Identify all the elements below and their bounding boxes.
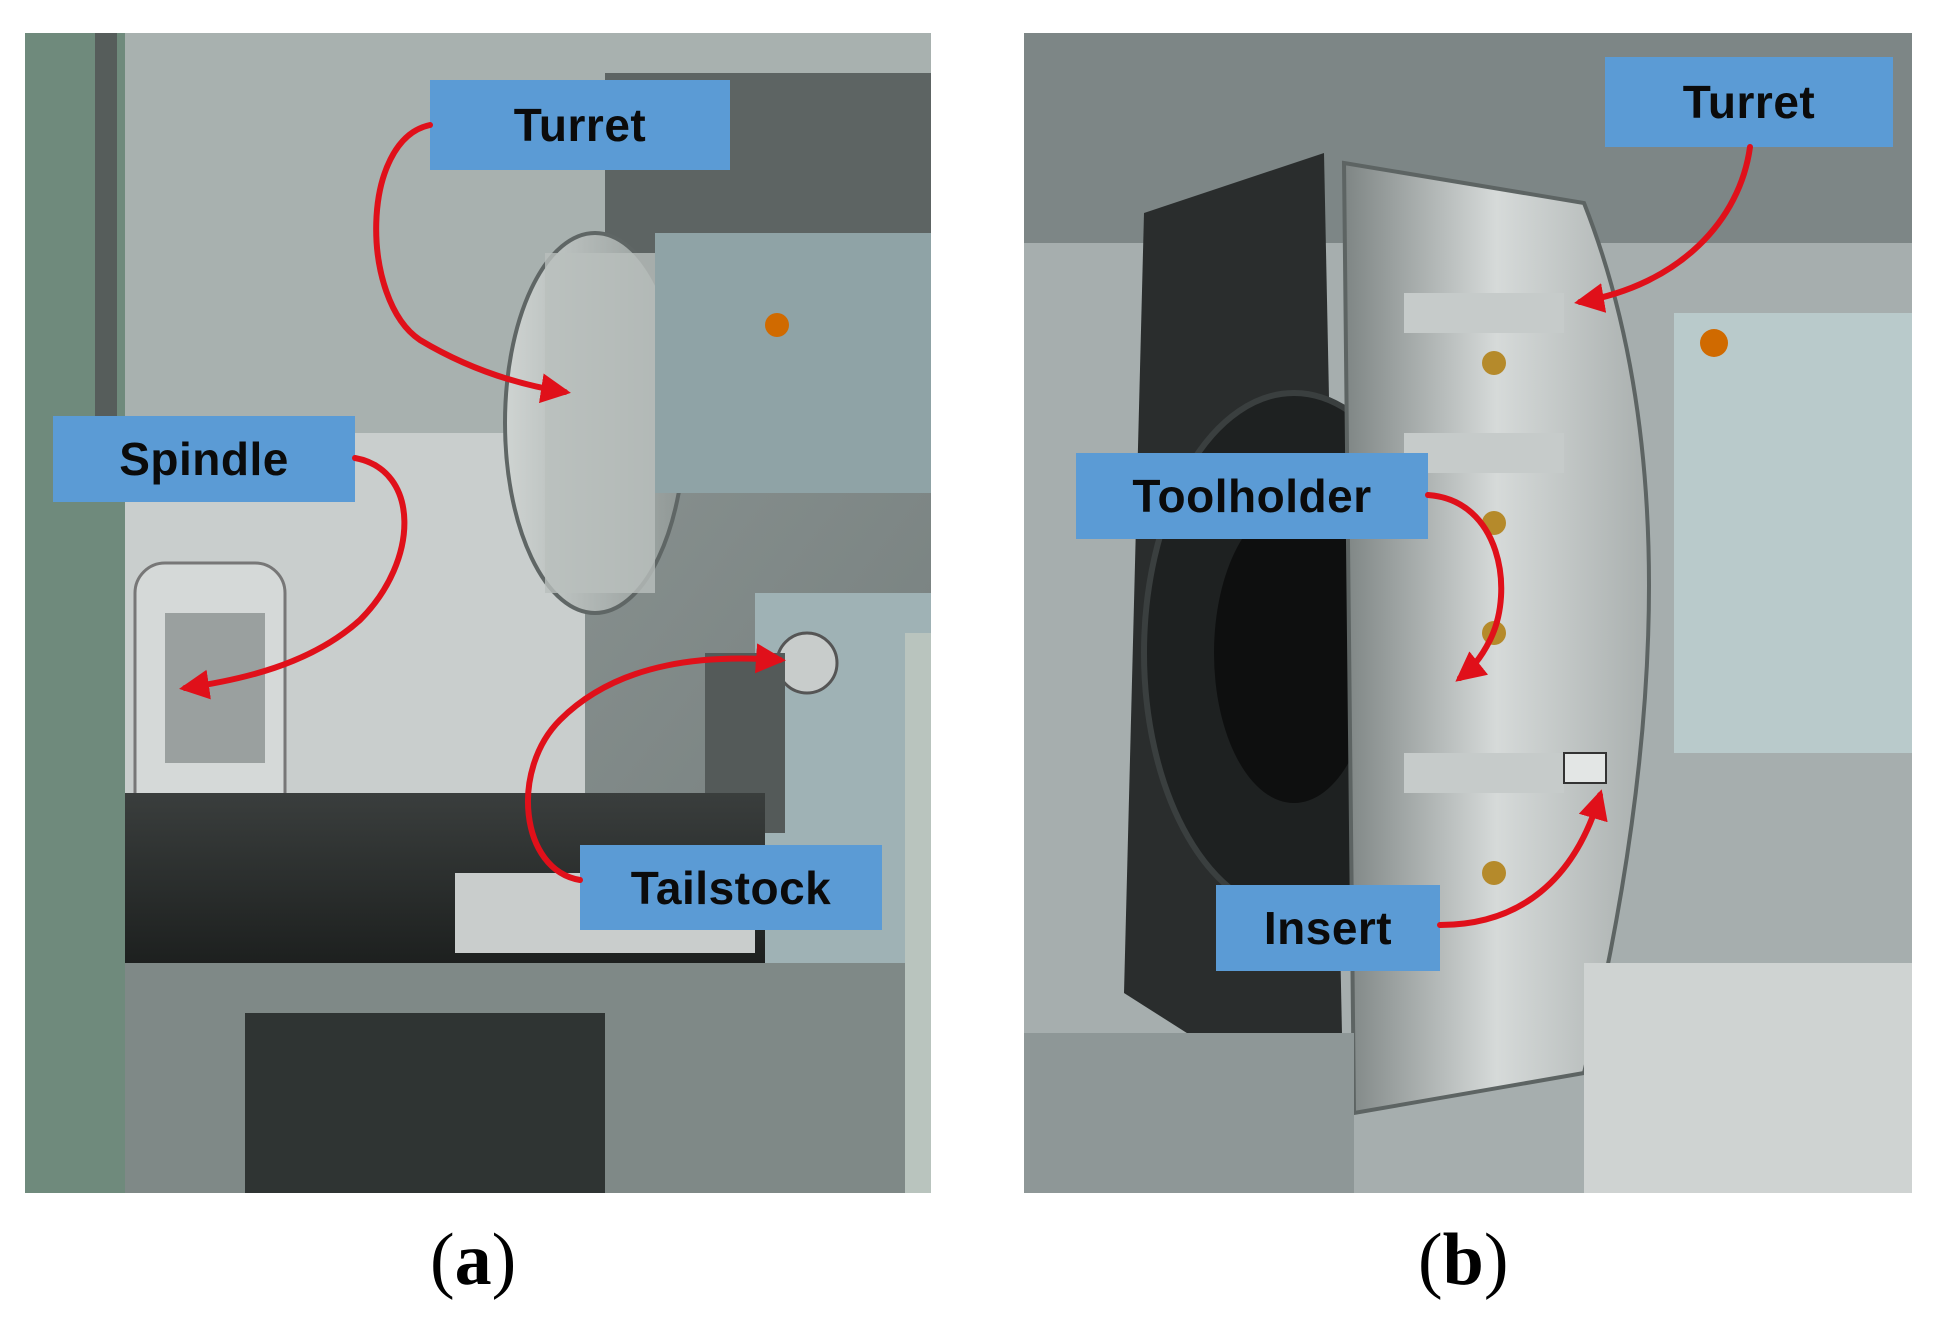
photo-panel-b [1024,33,1912,1193]
caption-a-open: ( [430,1219,455,1301]
caption-b-close: ) [1483,1219,1509,1301]
label-spindle: Spindle [53,416,355,502]
caption-b-open: ( [1418,1219,1443,1301]
caption-a: (a) [430,1218,516,1303]
label-tailstock: Tailstock [580,845,882,930]
caption-b-letter: b [1442,1219,1484,1301]
photo-panel-a [25,33,931,1193]
label-turret-b: Turret [1605,57,1893,147]
caption-b: (b) [1418,1218,1508,1303]
lathe-interior-illustration [25,33,931,1193]
label-turret-a: Turret [430,80,730,170]
caption-a-letter: a [454,1219,492,1301]
caption-a-close: ) [491,1219,517,1301]
turret-closeup-illustration [1024,33,1912,1193]
label-insert: Insert [1216,885,1440,971]
label-toolholder: Toolholder [1076,453,1428,539]
